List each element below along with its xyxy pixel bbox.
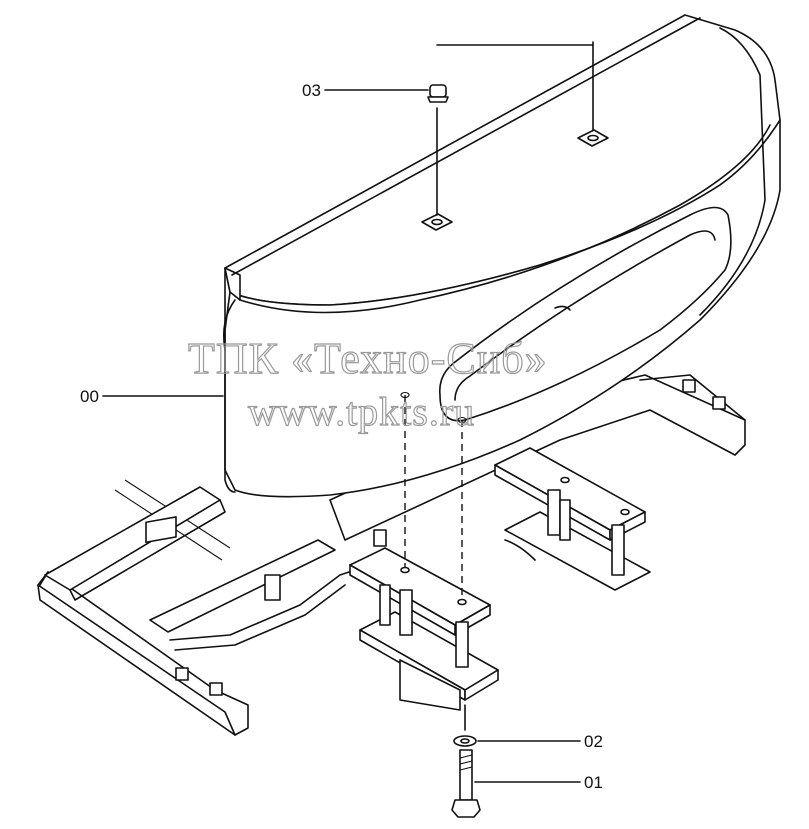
callout-02: 02	[584, 732, 603, 751]
callout-01: 01	[584, 773, 603, 792]
mounting-brackets	[349, 447, 651, 711]
bolt-hole-lines	[400, 41, 594, 731]
cap-part-03	[427, 84, 449, 103]
watermark-company: ТПК «Техно-Сиб»	[188, 334, 548, 383]
watermark-url: www.tpkts.ru	[248, 389, 475, 434]
callout-03: 03	[302, 81, 321, 100]
bolt-part-01	[451, 749, 481, 818]
leader-lines	[102, 89, 581, 783]
counterweight-body	[222, 14, 781, 498]
washer-part-02	[453, 735, 477, 747]
callout-00: 00	[80, 387, 99, 406]
